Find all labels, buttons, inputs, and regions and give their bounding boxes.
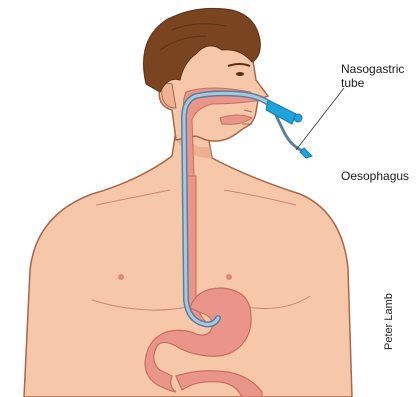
tube-cap-icon — [294, 114, 302, 122]
label-nasogastric-tube: Nasogastric tube — [341, 62, 411, 90]
nipple-right — [226, 274, 232, 280]
label-oesophagus: Oesophagus — [341, 169, 409, 183]
leader-line-nasogastric — [296, 88, 344, 150]
tube-end-icon — [300, 148, 312, 158]
artist-credit: Peter Lamb — [383, 293, 395, 350]
eye — [236, 72, 244, 76]
nipple-left — [118, 274, 124, 280]
tube-connector-icon — [266, 100, 296, 124]
